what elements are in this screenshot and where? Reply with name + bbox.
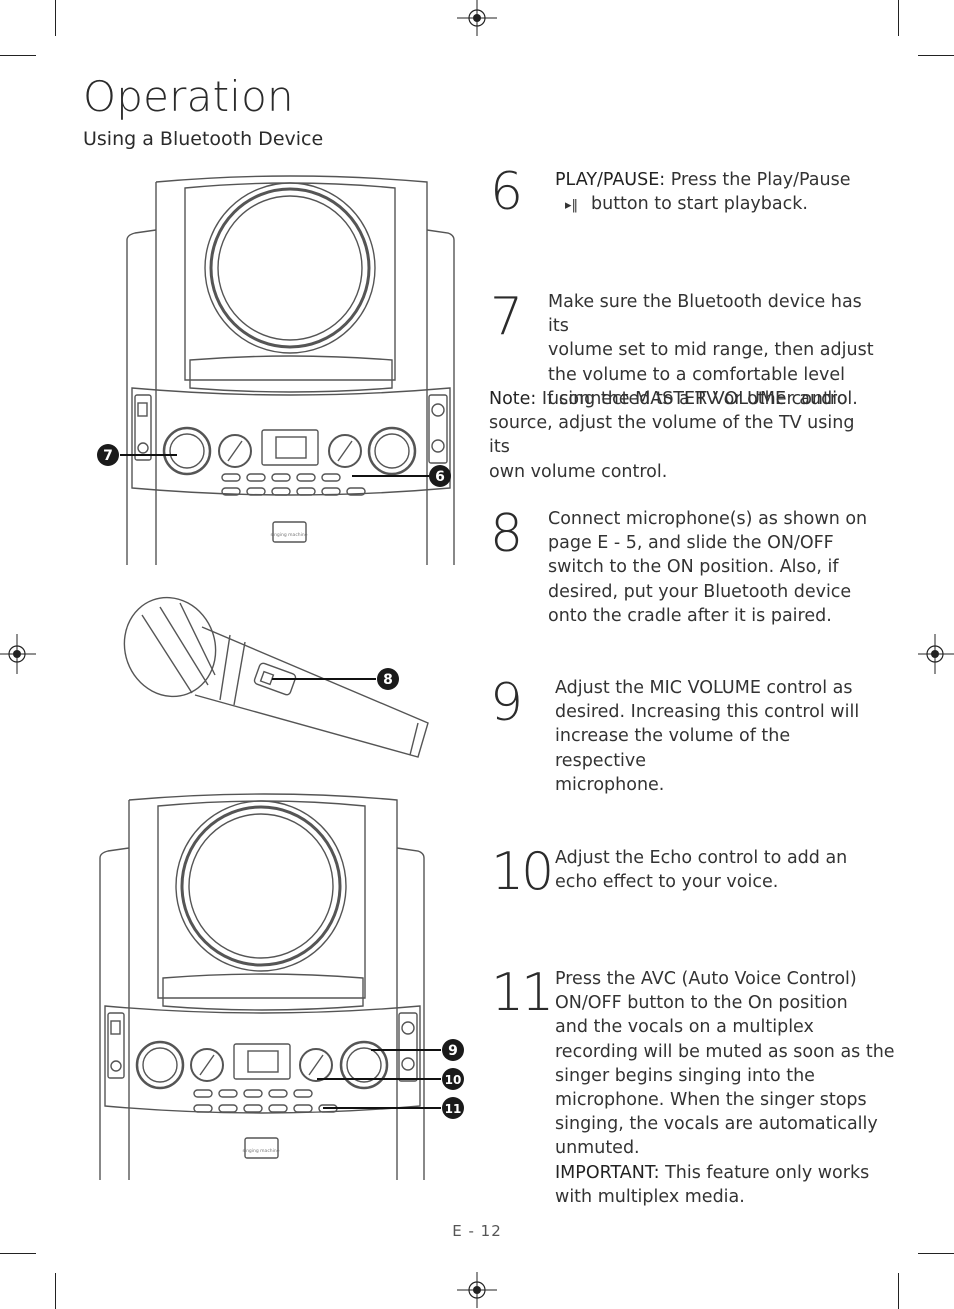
step-7-text: Make sure the Bluetooth device has its v… (548, 292, 874, 409)
microphone-illustration: 8 (123, 596, 429, 758)
karaoke-machine-illustration: singing machine 7 6 (97, 175, 455, 565)
crop-mark (55, 1273, 56, 1309)
crop-mark (918, 55, 954, 56)
registration-mark-icon (0, 634, 36, 674)
crop-mark (0, 1253, 36, 1254)
crop-mark (898, 0, 899, 36)
step-8-number: 8 (490, 504, 523, 564)
callout-11-label: 11 (445, 1102, 462, 1116)
step-9-text: Adjust the MIC VOLUME control as desired… (555, 678, 860, 795)
callout-6 (429, 465, 451, 487)
page-subtitle: Using a Bluetooth Device (83, 128, 324, 150)
karaoke-machine-illustration-2: singing machine 9 10 11 (99, 793, 464, 1180)
page-title: Operation (83, 72, 294, 121)
registration-mark-icon (918, 634, 954, 674)
callout-7-label: 7 (103, 448, 113, 464)
note-label: Note: (489, 389, 537, 409)
callout-10-label: 10 (445, 1073, 462, 1087)
callout-11 (442, 1097, 464, 1119)
callout-9-label: 9 (448, 1043, 458, 1059)
page-number: E - 12 (452, 1222, 502, 1240)
step-6-label: PLAY/PAUSE: (555, 170, 666, 190)
crop-mark (55, 0, 56, 36)
device-brand-label-2: singing machine (242, 1148, 279, 1154)
callout-8 (377, 668, 399, 690)
step-10-number: 10 (491, 842, 554, 902)
step-8-text: Connect microphone(s) as shown on page E… (548, 509, 868, 626)
step-7-number: 7 (490, 287, 523, 347)
callout-9 (442, 1039, 464, 1061)
callout-6-label: 6 (435, 469, 445, 485)
registration-mark-icon (457, 0, 497, 36)
callout-7 (97, 444, 119, 466)
step-11-text: Press the AVC (Auto Voice Control) ON/OF… (555, 969, 895, 1207)
step-6-number: 6 (490, 162, 523, 222)
callout-8-label: 8 (383, 672, 393, 688)
important-label: IMPORTANT: (555, 1162, 660, 1183)
crop-mark (0, 55, 36, 56)
crop-mark (898, 1273, 899, 1309)
callout-10 (442, 1068, 464, 1090)
step-11-number: 11 (491, 963, 554, 1023)
play-pause-icon: ▸‖ (565, 198, 579, 214)
registration-mark-icon (457, 1272, 497, 1308)
step-7-note: Note: If connected to a TV or other audi… (489, 389, 855, 482)
step-6-text: PLAY/PAUSE: Press the Play/Pause ▸‖butto… (555, 168, 875, 218)
step-9-number: 9 (490, 673, 523, 733)
device-brand-label: singing machine (270, 532, 307, 538)
step-10-text: Adjust the Echo control to add an echo e… (555, 848, 848, 893)
crop-mark (918, 1253, 954, 1254)
